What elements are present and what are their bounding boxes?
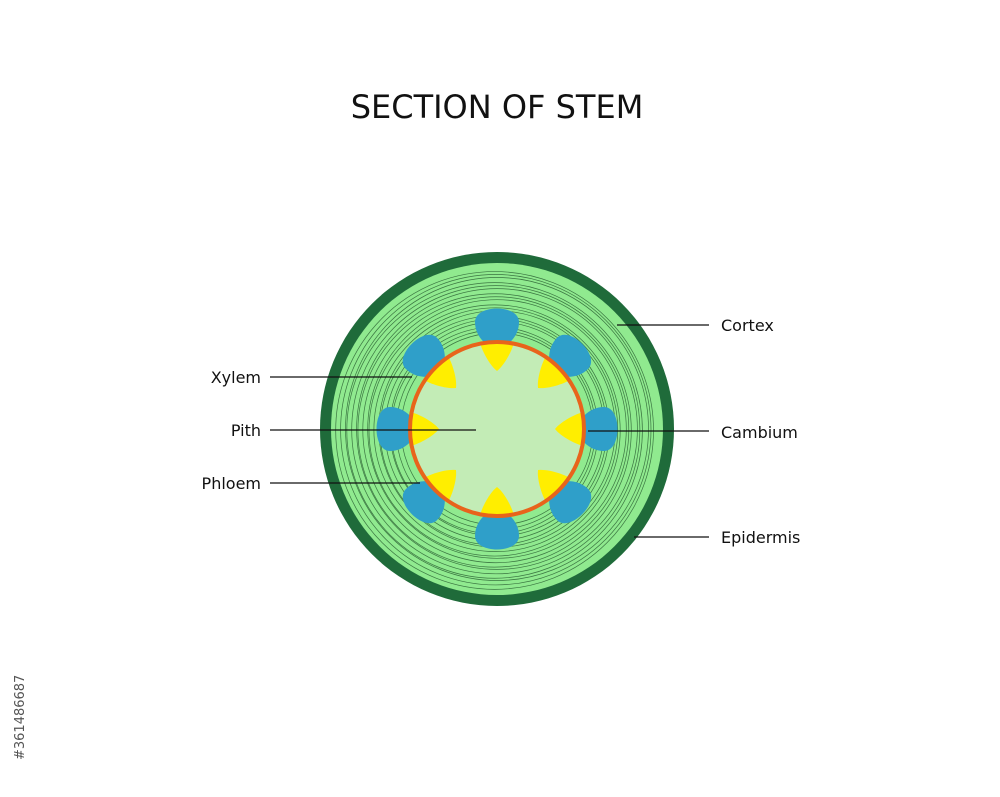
cambium-ring (408, 340, 586, 518)
xylem-bundles (410, 342, 584, 516)
xylem-bundle (537, 354, 572, 389)
xylem-bundle (410, 412, 439, 446)
epidermis-label: Epidermis (721, 528, 800, 547)
phloem-label: Phloem (202, 474, 261, 493)
diagram-title: SECTION OF STEM (351, 88, 644, 126)
cortex-label: Cortex (721, 316, 774, 335)
xylem-bundle (422, 354, 457, 389)
stock-id-text: #361486687 (13, 674, 28, 760)
pith-label: Pith (231, 421, 261, 440)
phloem-bundle (475, 308, 519, 350)
xylem-label: Xylem (211, 368, 261, 387)
xylem-bundle (480, 342, 514, 371)
cambium-label: Cambium (721, 423, 798, 442)
phloem-bundle (576, 407, 618, 451)
xylem-bundle (480, 487, 514, 516)
cortex-line (345, 277, 649, 581)
xylem-bundle (422, 469, 457, 504)
phloem-bundle (376, 407, 418, 451)
phloem-bundle (475, 508, 519, 550)
xylem-bundle (555, 412, 584, 446)
xylem-bundle (537, 469, 572, 504)
cortex-line (356, 288, 638, 570)
cortex-line (367, 299, 627, 559)
